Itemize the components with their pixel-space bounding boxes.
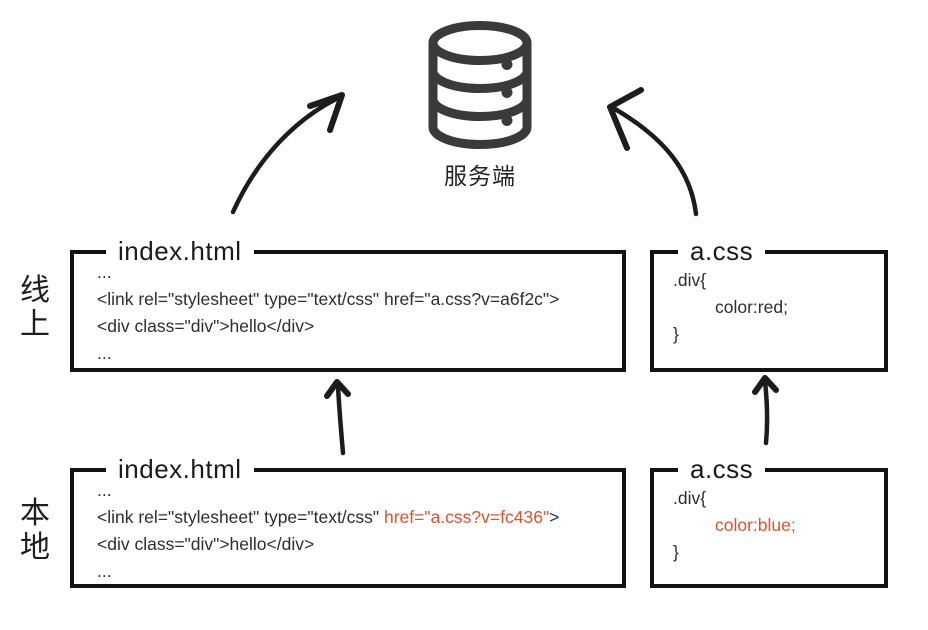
file-box-online-a-css: a.css .div{ color:red; } bbox=[650, 236, 888, 372]
arrow-online-css-to-server bbox=[607, 87, 699, 217]
code-line: <div class="div">hello</div> bbox=[97, 316, 315, 336]
code-line: } bbox=[673, 542, 679, 562]
file-title-local-a-css: a.css bbox=[678, 454, 766, 485]
row-label-online: 线上 bbox=[20, 274, 50, 341]
code-line: ... bbox=[97, 343, 112, 363]
code-segment-highlight: color:blue; bbox=[715, 515, 796, 535]
code-line: <link rel="stylesheet" type="text/css" h… bbox=[97, 289, 560, 309]
file-box-online-index-html: index.html ... <link rel="stylesheet" ty… bbox=[70, 236, 626, 372]
row-label-local: 本地 bbox=[20, 497, 50, 564]
code-local-a-css: .div{ color:blue; } bbox=[654, 472, 884, 566]
file-title-online-index-html: index.html bbox=[106, 236, 254, 267]
code-online-a-css: .div{ color:red; } bbox=[654, 254, 884, 348]
code-online-index-html: ... <link rel="stylesheet" type="text/cs… bbox=[74, 254, 622, 367]
code-segment-highlight: href="a.css?v=fc436" bbox=[384, 507, 550, 527]
arrow-local-css-to-online-css bbox=[752, 375, 779, 446]
code-line: <div class="div">hello</div> bbox=[97, 534, 315, 554]
code-local-index-html: ... <link rel="stylesheet" type="text/cs… bbox=[74, 472, 622, 585]
file-box-local-a-css: a.css .div{ color:blue; } bbox=[650, 454, 888, 588]
code-line: <link rel="stylesheet" type="text/css" h… bbox=[97, 504, 614, 531]
server-node: 服务端 bbox=[421, 20, 539, 191]
arrow-online-html-to-server bbox=[230, 92, 345, 215]
file-title-local-index-html: index.html bbox=[106, 454, 254, 485]
code-segment: > bbox=[549, 507, 560, 527]
code-line: color:red; bbox=[715, 297, 788, 317]
code-line: ... bbox=[97, 262, 112, 282]
file-title-online-a-css: a.css bbox=[678, 236, 766, 267]
code-line: ... bbox=[97, 480, 112, 500]
code-line: } bbox=[673, 324, 679, 344]
arrow-local-html-to-online-html bbox=[324, 379, 351, 456]
server-label: 服务端 bbox=[444, 163, 516, 189]
code-line: .div{ bbox=[673, 270, 707, 290]
code-line: .div{ bbox=[673, 488, 707, 508]
code-segment: <link rel="stylesheet" type="text/css" bbox=[97, 507, 384, 527]
database-icon bbox=[428, 21, 532, 149]
code-line: ... bbox=[97, 561, 112, 581]
file-box-local-index-html: index.html ... <link rel="stylesheet" ty… bbox=[70, 454, 626, 588]
